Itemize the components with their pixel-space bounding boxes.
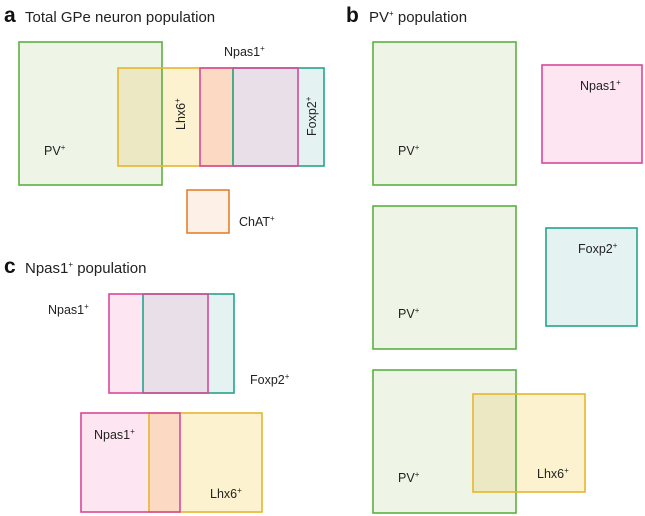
npas1-label-c2: Npas1+: [94, 427, 135, 442]
foxp2-box-a: [298, 68, 324, 166]
panel-c: c Npas1+ population Npas1+ Foxp2+ Npas1+…: [4, 255, 290, 513]
lhx6-box-c: [180, 413, 262, 512]
foxp2-label-a: Foxp2+: [304, 96, 319, 136]
lhx6-outline-c: [148, 412, 263, 513]
pv-label-a: PV+: [44, 143, 66, 158]
panel-c-title: Npas1+ population: [25, 260, 146, 277]
npas1-outline-a: [199, 67, 299, 167]
pv-outline-a: [18, 41, 163, 186]
pv-label-b2: PV+: [398, 306, 420, 321]
lhx6-npas1-overlap-a: [200, 68, 233, 166]
npas1-box-b: [541, 64, 643, 164]
npas1-outline-c2: [80, 412, 181, 513]
lhx6-outline-b: [472, 393, 586, 493]
foxp2-box-b: [545, 227, 638, 327]
pv-label-b3: PV+: [398, 470, 420, 485]
chat-label-a: ChAT+: [239, 214, 275, 229]
lhx6-label-c: Lhx6+: [210, 486, 242, 501]
npas1-label-c1: Npas1+: [48, 302, 89, 317]
panel-b-letter: b: [346, 4, 359, 27]
panel-b: b PV+ population PV+ Npas1+ PV+ Foxp2+ P…: [346, 4, 643, 514]
pv-outline-b3: [372, 369, 517, 514]
foxp2-label-b: Foxp2+: [578, 241, 618, 256]
foxp2-label-c: Foxp2+: [250, 372, 290, 387]
panel-a: a Total GPe neuron population Npas1+ PV+…: [4, 4, 325, 234]
pv-label-b1: PV+: [398, 143, 420, 158]
npas1-foxp2-overlap-a: [233, 68, 298, 166]
pv-box-b2: [372, 205, 517, 350]
pv-box-b1: [372, 41, 517, 186]
panel-b-title: PV+ population: [369, 9, 467, 26]
lhx6-npas1-overlap-c: [149, 413, 180, 512]
lhx6-label-a: Lhx6+: [173, 98, 188, 130]
npas1-label-a: Npas1+: [224, 44, 265, 59]
chat-box-a: [186, 189, 230, 234]
npas1-outline-c1: [108, 293, 209, 394]
panel-a-title: Total GPe neuron population: [25, 9, 215, 26]
pv-lhx6-overlap-b: [473, 394, 516, 492]
lhx6-label-b: Lhx6+: [537, 466, 569, 481]
pv-lhx6-overlap-a: [118, 68, 162, 166]
panel-a-letter: a: [4, 4, 16, 27]
npas1-foxp2-overlap-c: [143, 294, 208, 393]
panel-c-letter: c: [4, 255, 16, 278]
npas1-label-b: Npas1+: [580, 78, 621, 93]
foxp2-box-c: [208, 294, 234, 393]
